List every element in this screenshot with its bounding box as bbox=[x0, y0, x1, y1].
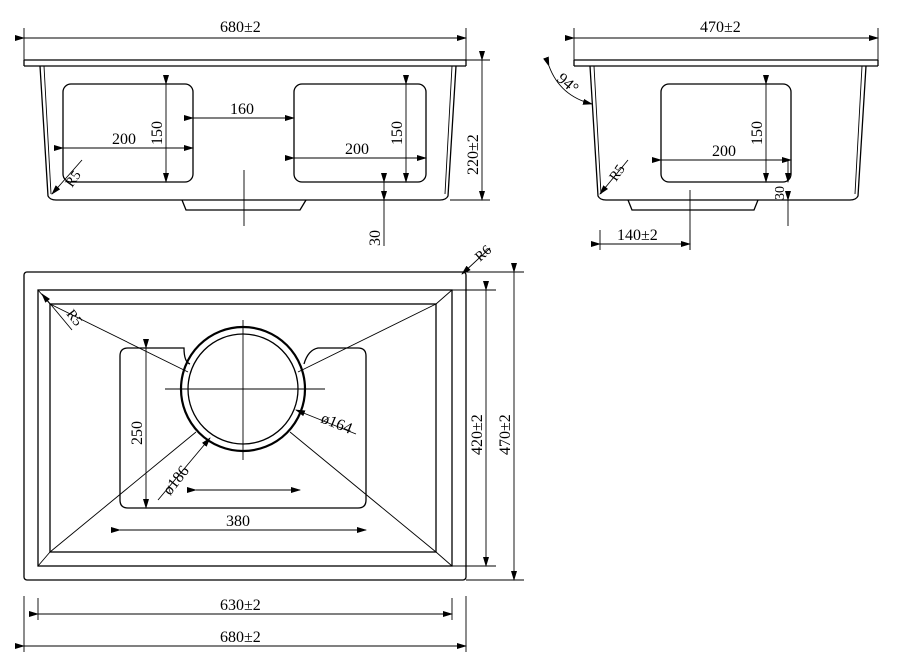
side-width-label: 470±2 bbox=[700, 19, 741, 36]
side-angle-label: 94° bbox=[553, 70, 581, 97]
top-inner-width-label: 630±2 bbox=[220, 597, 261, 614]
front-width-label: 680±2 bbox=[220, 19, 261, 36]
side-basin-width-label: 200 bbox=[712, 143, 736, 160]
front-gap-label: 160 bbox=[230, 101, 254, 118]
top-outer-height-label: 470±2 bbox=[497, 414, 514, 455]
front-radius-label: R5 bbox=[63, 168, 85, 190]
top-outer-rim bbox=[23, 271, 467, 581]
top-outer-width-label: 680±2 bbox=[220, 629, 261, 646]
side-basin-height-label: 150 bbox=[749, 121, 766, 145]
top-basin-width-label: 380 bbox=[226, 513, 250, 530]
side-drain-position-label: 140±2 bbox=[617, 227, 658, 244]
top-inner-height-label: 420±2 bbox=[469, 414, 486, 455]
front-left-width-label: 200 bbox=[112, 131, 136, 148]
front-depth-label: 220±2 bbox=[465, 134, 482, 175]
side-view: 470±2 94° 200 150 R5 30 140±2 bbox=[543, 19, 879, 250]
front-view: 680±2 160 200 150 200 150 R5 220±2 30 bbox=[15, 19, 490, 246]
front-drain-offset-label: 30 bbox=[367, 230, 384, 246]
top-view: 250 ø186 ø164 380 R6 R5 420±2 470±2 630±… bbox=[15, 243, 524, 652]
side-bottom-offset-label: 30 bbox=[773, 186, 788, 200]
top-inner-rim bbox=[37, 289, 453, 567]
front-basin-right bbox=[293, 83, 427, 183]
top-drain-inner-label: ø164 bbox=[319, 410, 355, 438]
top-outer-radius-label: R6 bbox=[473, 243, 495, 265]
top-drain-outer-label: ø186 bbox=[160, 463, 193, 499]
front-left-height-label: 150 bbox=[149, 121, 166, 145]
top-bowl-floor bbox=[49, 303, 437, 553]
side-basin bbox=[660, 83, 792, 183]
top-basin-height-label: 250 bbox=[129, 421, 146, 445]
front-right-width-label: 200 bbox=[345, 141, 369, 158]
front-basin-left bbox=[62, 83, 194, 183]
front-right-height-label: 150 bbox=[389, 121, 406, 145]
top-inner-radius-label: R5 bbox=[63, 307, 85, 329]
